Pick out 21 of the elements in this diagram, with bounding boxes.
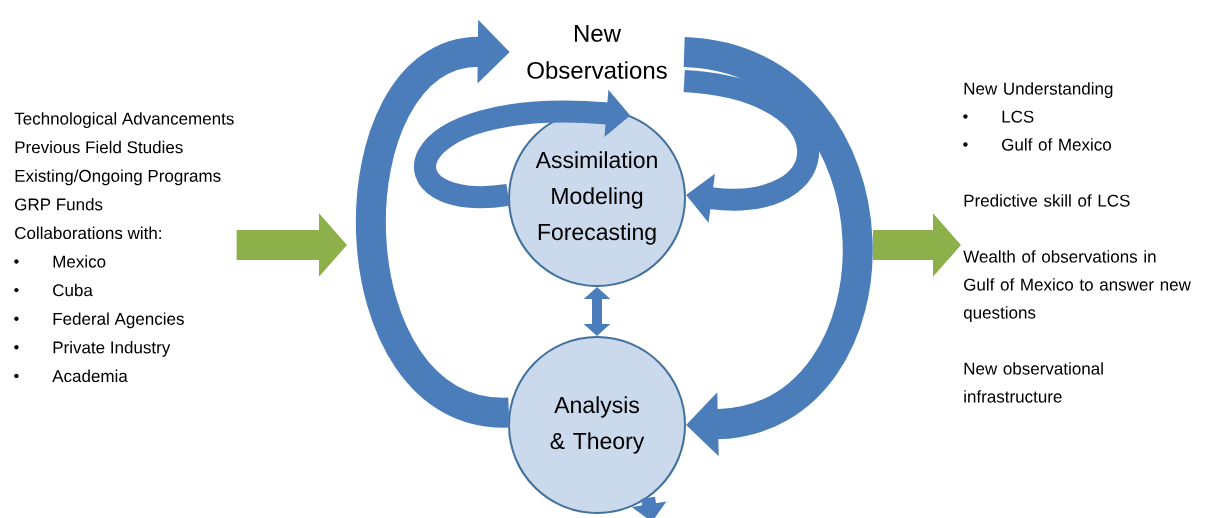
node-label: Federal Agencies [53,312,184,329]
node-label: New observational infrastructure [964,362,1103,403]
block-arrow [682,70,819,223]
node-label: Wealth of observations in Gulf of Mexico to answer new questions [963,250,1191,323]
outcome-list: New Understanding LCS Gulf of Mexico Predictive skill of LCS Wealth of observations in Gulf of Mexico to answer new questions New observational infrastructure [963,82,1191,403]
node-label: Predictive skill of LCS [964,194,1130,207]
cycle-label: New Observations [527,25,667,79]
node-label: Technological Advancements [14,112,234,129]
node-label: Private Industry [53,340,171,357]
node-label: New Understanding [964,82,1113,99]
node-label: Mexico [53,255,106,268]
input-list: Technological Advancements Previous Field Studies Existing/Ongoing Programs GRP Funds Collaborations with: Mexico Cuba Federal Agencies Private Industry Academia [14,112,234,383]
node-label: Existing/Ongoing Programs [15,169,221,186]
double-arrow [583,287,611,336]
node-label: Previous Field Studies [15,140,183,154]
node-label: LCS [1002,110,1034,123]
node-label: Gulf of Mexico [1002,138,1111,151]
node-label: GRP Funds [15,198,103,211]
node-label: Cuba [53,283,93,297]
node-label: Academia [52,369,128,383]
node-label: Collaborations with: [15,226,161,240]
